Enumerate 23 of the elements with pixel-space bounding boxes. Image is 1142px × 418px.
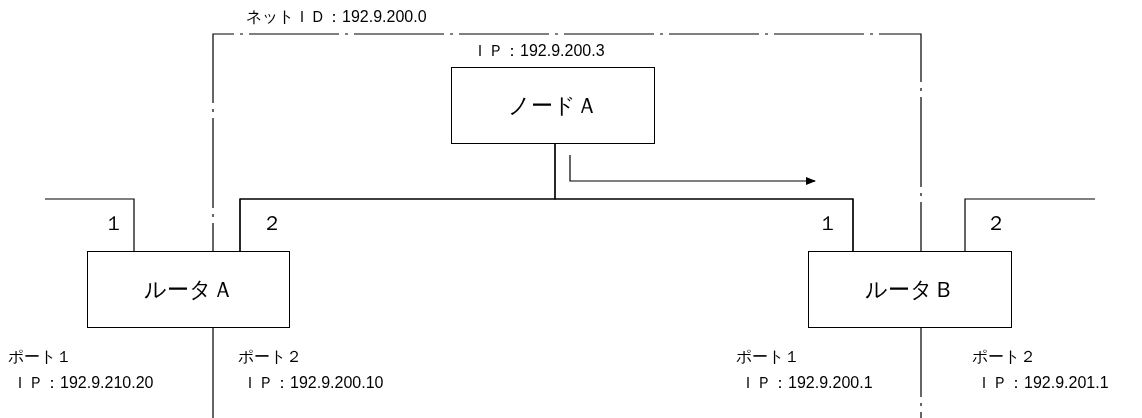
port-number: １ (104, 214, 124, 232)
ip-address-label: ＩＰ：192.9.200.1 (740, 374, 873, 392)
node-label: ルータＢ (865, 275, 955, 304)
port-name: ポート２ (972, 348, 1036, 366)
port-name: ポート１ (8, 348, 72, 366)
ip-address-label: ＩＰ：192.9.200.3 (472, 42, 605, 60)
port-name: ポート２ (238, 348, 302, 366)
port-name: ポート１ (736, 348, 800, 366)
ip-address-label: ＩＰ：192.9.200.10 (242, 374, 384, 392)
port-number: ２ (986, 214, 1006, 232)
ip-address-label: ＩＰ：192.9.210.20 (12, 374, 154, 392)
port-number: １ (818, 214, 838, 232)
network-line (964, 198, 1096, 252)
port-number: ２ (262, 214, 282, 232)
network-line (44, 198, 135, 252)
ip-address-label: ＩＰ：192.9.201.1 (976, 374, 1109, 392)
router-box (87, 251, 290, 328)
network-id-label: ネットＩＤ：192.9.200.0 (246, 8, 427, 26)
node-label: ノードＡ (508, 91, 598, 120)
router-box (808, 251, 1012, 328)
host-box (451, 67, 655, 144)
network-line (554, 143, 854, 252)
node-label: ルータＡ (143, 275, 234, 304)
